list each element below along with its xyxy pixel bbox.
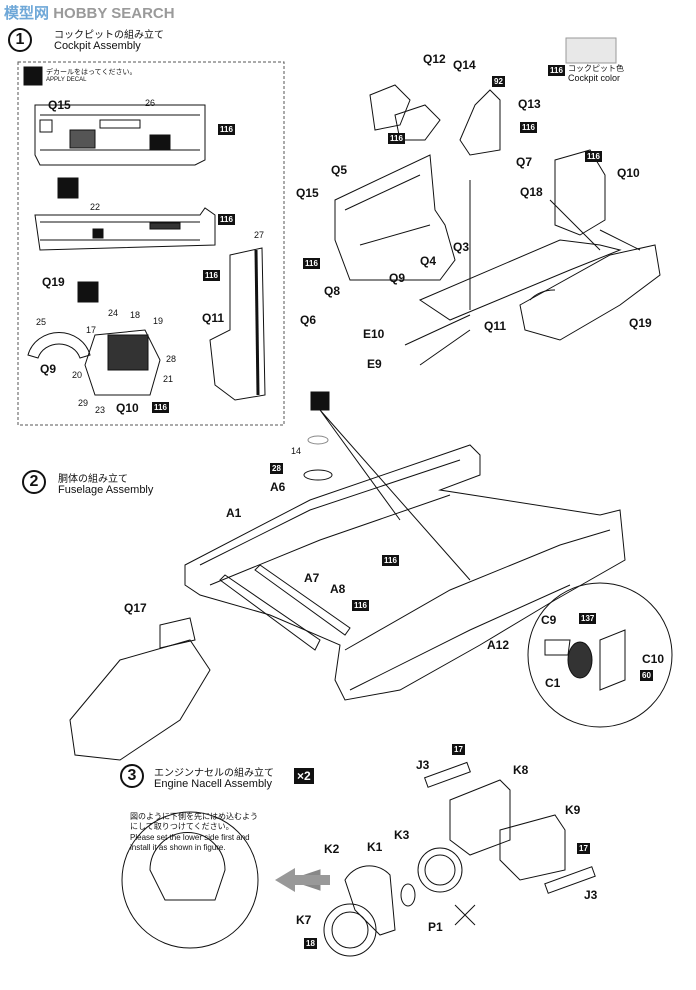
- step-3-title-en: Engine Nacell Assembly: [154, 778, 273, 790]
- label-q5: Q5: [331, 163, 348, 177]
- label-e9: E9: [367, 357, 382, 371]
- paint-137: 137: [579, 613, 597, 624]
- label-q8: Q8: [324, 284, 341, 298]
- paint-116-j: 116: [352, 600, 369, 611]
- paint-116-a: 116: [218, 124, 235, 135]
- label-q9b: Q9: [389, 271, 406, 285]
- paint-116-b: 116: [218, 214, 235, 225]
- step-3-quantity: ×2: [294, 768, 314, 784]
- decal-27: 27: [254, 230, 265, 240]
- label-a12: A12: [487, 638, 510, 652]
- label-a6: A6: [270, 480, 286, 494]
- paint-17-a: 17: [452, 744, 465, 755]
- label-q11b: Q11: [484, 319, 507, 333]
- label-a7: A7: [304, 571, 320, 585]
- label-k3: K3: [394, 828, 410, 842]
- decal-29: 29: [78, 398, 89, 408]
- step-3-number: 3: [120, 764, 144, 788]
- paint-116-e: 116: [520, 122, 537, 133]
- label-c9: C9: [541, 613, 557, 627]
- label-c10: C10: [642, 652, 665, 666]
- label-a1: A1: [226, 506, 242, 520]
- inset-note-en: Please set the lower side first and inst…: [130, 833, 250, 852]
- decal-18: 18: [130, 310, 141, 320]
- paint-116-i: 116: [382, 555, 399, 566]
- step-2-title-jp: 胴体の組み立て: [58, 474, 128, 485]
- decal-21: 21: [163, 374, 174, 384]
- label-q15b: Q15: [296, 186, 319, 200]
- label-q19: Q19: [42, 275, 65, 289]
- decal-note-en: APPLY DECAL: [46, 77, 87, 83]
- label-q18: Q18: [520, 185, 543, 199]
- label-k7: K7: [296, 913, 312, 927]
- decal-19: 19: [153, 316, 164, 326]
- label-q15: Q15: [48, 98, 71, 112]
- paint-116-f: 116: [388, 133, 405, 144]
- label-k8: K8: [513, 763, 529, 777]
- label-q4: Q4: [420, 254, 437, 268]
- paint-116-g: 116: [585, 151, 602, 162]
- label-q3: Q3: [453, 240, 470, 254]
- cockpit-color-jp: コックピット色: [568, 64, 624, 73]
- decal-25: 25: [36, 317, 47, 327]
- decal-17: 17: [86, 325, 97, 335]
- paint-28: 28: [270, 463, 283, 474]
- paint-18: 18: [304, 938, 317, 949]
- step-1-number: 1: [8, 28, 32, 52]
- label-q19b: Q19: [629, 316, 652, 330]
- cockpit-color-en: Cockpit color: [568, 73, 621, 83]
- decal-26: 26: [145, 98, 156, 108]
- label-q9: Q9: [40, 362, 57, 376]
- paint-116-d: 116: [152, 402, 169, 413]
- label-q10: Q10: [116, 401, 139, 415]
- paint-116-h: 116: [303, 258, 320, 269]
- decal-24: 24: [108, 308, 119, 318]
- decal-20: 20: [72, 370, 83, 380]
- paint-17-b: 17: [577, 843, 590, 854]
- decal-28: 28: [166, 354, 177, 364]
- label-q12: Q12: [423, 52, 446, 66]
- label-k1: K1: [367, 840, 383, 854]
- paint-92: 92: [492, 76, 505, 87]
- watermark-logo: 模型网 HOBBY SEARCH: [4, 5, 175, 22]
- step-1-title-jp: コックピットの組み立て: [54, 30, 164, 41]
- label-q7: Q7: [516, 155, 533, 169]
- direction-arrow: [275, 868, 330, 892]
- decal-22: 22: [90, 202, 101, 212]
- label-k2: K2: [324, 842, 340, 856]
- inset-note-jp: 図のように下側を先にはめ込むようにして取りつけてください。: [130, 812, 258, 831]
- label-c1: C1: [545, 676, 561, 690]
- label-q14: Q14: [453, 58, 476, 72]
- label-k9: K9: [565, 803, 581, 817]
- step-2-number: 2: [22, 470, 46, 494]
- label-q11: Q11: [202, 311, 225, 325]
- decal-23: 23: [95, 405, 106, 415]
- label-a8: A8: [330, 582, 346, 596]
- step-1-title-en: Cockpit Assembly: [54, 40, 141, 52]
- decal-14: 14: [291, 446, 302, 456]
- step-2-title-en: Fuselage Assembly: [58, 484, 154, 496]
- label-e10: E10: [363, 327, 385, 341]
- label-j3a: J3: [416, 758, 430, 772]
- label-q10b: Q10: [617, 166, 640, 180]
- label-q6: Q6: [300, 313, 317, 327]
- cockpit-color-code: 116: [548, 65, 565, 76]
- label-q13: Q13: [518, 97, 541, 111]
- paint-116-c: 116: [203, 270, 220, 281]
- decal-note-jp: デカールをはってください。: [46, 68, 137, 76]
- label-j3b: J3: [584, 888, 598, 902]
- label-q17: Q17: [124, 601, 147, 615]
- label-p1: P1: [428, 920, 443, 934]
- paint-60: 60: [640, 670, 653, 681]
- step-3-title-jp: エンジンナセルの組み立て: [154, 768, 274, 779]
